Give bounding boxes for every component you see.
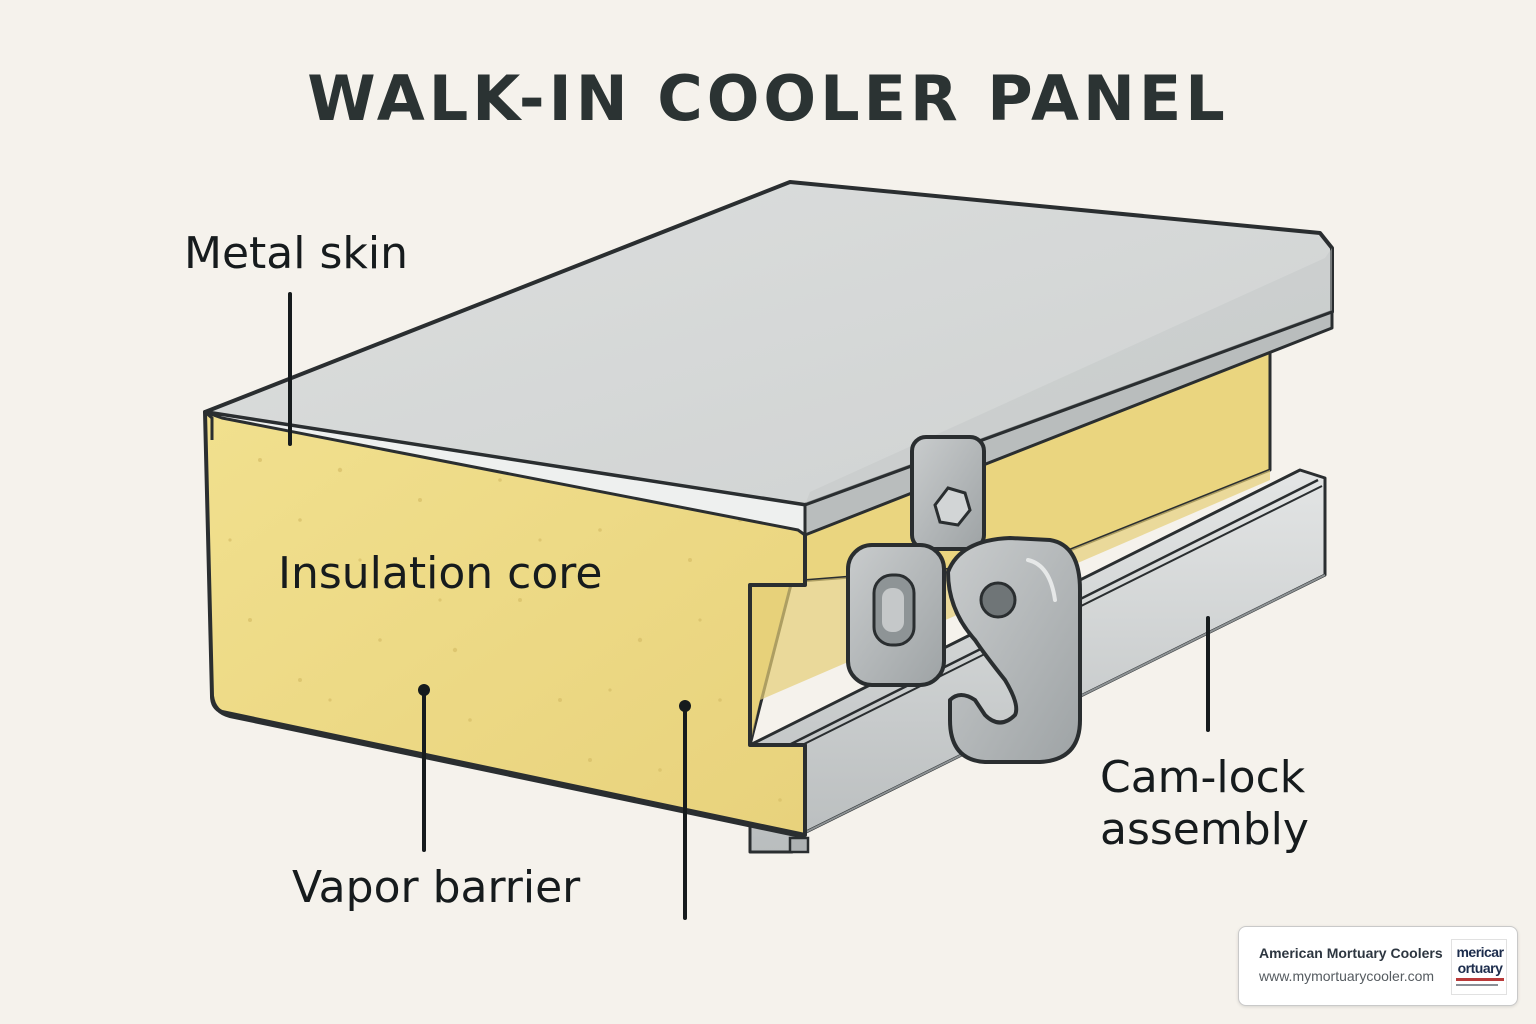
- label-cam-lock-line2: assembly: [1100, 803, 1309, 855]
- leader-dots: [418, 684, 691, 712]
- label-vapor-barrier: Vapor barrier: [292, 862, 581, 913]
- leader-lines: [288, 292, 1210, 920]
- brand-card[interactable]: American Mortuary Coolers www.mymortuary…: [1238, 926, 1518, 1006]
- brand-url[interactable]: www.mymortuarycooler.com: [1259, 968, 1435, 984]
- brand-logo-icon: mericar ortuary: [1451, 939, 1507, 995]
- panel-front-face: [203, 410, 807, 839]
- brand-logo-line2: ortuary: [1457, 960, 1503, 976]
- label-metal-skin: Metal skin: [184, 228, 408, 279]
- cam-lock-hardware: [846, 435, 1082, 764]
- brand-logo-stripe-2: [1456, 984, 1498, 986]
- diagram-title: WALK-IN COOLER PANEL: [307, 62, 1229, 135]
- label-cam-lock-line1: Cam-lock: [1100, 752, 1306, 803]
- label-cam-lock-assembly: Cam-lock assembly: [1100, 752, 1309, 856]
- brand-logo-stripe: [1456, 978, 1504, 981]
- brand-name: American Mortuary Coolers: [1259, 945, 1443, 961]
- label-insulation-core: Insulation core: [278, 548, 603, 599]
- brand-logo-line1: mericar: [1456, 944, 1504, 960]
